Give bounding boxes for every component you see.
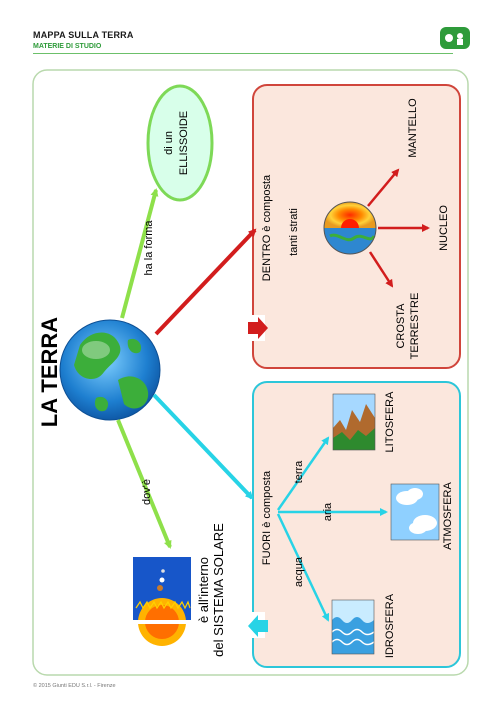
page-frame xyxy=(32,69,469,676)
arrow-to-crust xyxy=(368,251,394,288)
inside-tab-arrow-icon xyxy=(241,315,268,341)
sphere-litho-label: LITOSFERA xyxy=(384,391,396,453)
solar-label-line1: è all'interno xyxy=(196,557,211,623)
earth-layers-icon xyxy=(323,201,377,255)
lithosphere-icon xyxy=(332,393,376,451)
layer-crust-label-line1: CROSTA xyxy=(395,303,407,349)
earth-globe-icon xyxy=(59,319,161,421)
arrow-to-ellipsoid xyxy=(120,188,159,319)
ellipsoid-label-line2: ELLISSOIDE xyxy=(178,111,190,175)
publisher-logo xyxy=(440,27,470,49)
hydrosphere-icon xyxy=(331,599,375,655)
main-title: LA TERRA xyxy=(37,317,62,428)
arrow-to-outside xyxy=(152,393,254,500)
arrow-to-hydro xyxy=(276,513,330,622)
copyright-footer: © 2015 Giunti EDU S.r.l. - Firenze xyxy=(33,683,116,689)
arrow-to-solar-system xyxy=(116,419,172,549)
atmosphere-icon xyxy=(390,483,440,541)
ellipsoid-node xyxy=(146,84,214,202)
outside-tab-arrow-icon xyxy=(241,612,268,638)
inside-label: DENTRO è composta xyxy=(261,174,273,281)
where-link-label: dov'è xyxy=(141,479,153,505)
arrow-to-inside xyxy=(154,228,257,336)
layer-mantle-label: MANTELLO xyxy=(407,98,419,158)
page-subtitle: MATERIE DI STUDIO xyxy=(33,43,102,50)
layer-core-label: NUCLEO xyxy=(438,205,450,251)
arrow-to-mantle xyxy=(367,168,400,207)
arrow-to-litho xyxy=(276,436,330,511)
inside-sublabel: tanti strati xyxy=(288,208,300,256)
shape-link-label: ha la forma xyxy=(143,220,155,276)
link-air-label: aria xyxy=(322,502,334,521)
layer-crust-label-line2: TERRESTRE xyxy=(409,293,421,360)
ellipsoid-label-line1: di un xyxy=(163,131,175,155)
link-earth-label: terra xyxy=(293,460,305,484)
header-divider xyxy=(33,53,453,54)
solar-system-icon xyxy=(133,557,191,646)
outside-label: FUORI è composta xyxy=(261,470,273,565)
page-title: MAPPA SULLA TERRA xyxy=(33,30,134,40)
sphere-hydro-label: IDROSFERA xyxy=(384,593,396,658)
sphere-atmo-label: ATMOSFERA xyxy=(442,482,454,550)
outside-box xyxy=(252,381,461,668)
solar-label-line2: del SISTEMA SOLARE xyxy=(211,523,226,657)
link-water-label: acqua xyxy=(293,556,305,587)
